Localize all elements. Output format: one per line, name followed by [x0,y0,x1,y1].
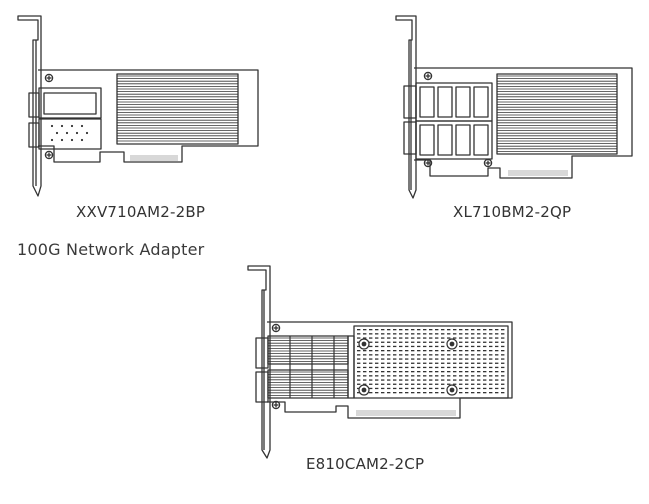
card-name-label: XL710BM2-2QP [453,203,572,221]
card-name-label: E810CAM2-2CP [306,455,425,473]
section-heading: 100G Network Adapter [17,240,205,259]
card-name-label: XXV710AM2-2BP [76,203,206,221]
